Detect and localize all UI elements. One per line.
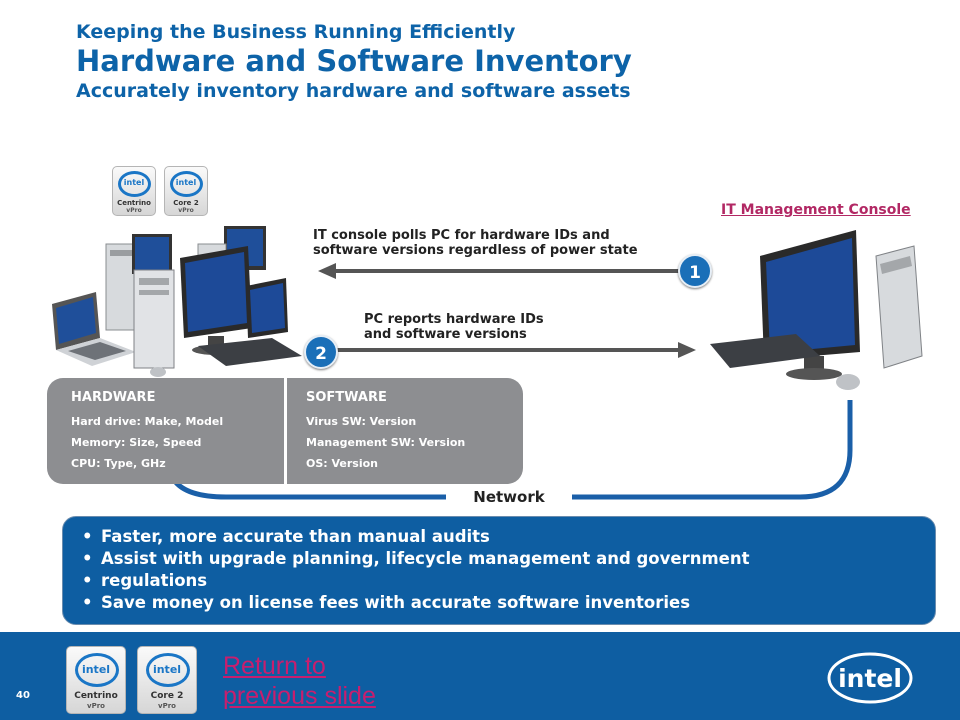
report-arrowhead bbox=[678, 342, 696, 358]
client-pcs-illustration bbox=[52, 226, 302, 377]
slide-title: Hardware and Software Inventory bbox=[76, 44, 632, 78]
badge-brand: intel bbox=[123, 178, 145, 187]
monitor-icon bbox=[246, 278, 288, 338]
badge-brand: intel bbox=[152, 663, 182, 676]
laptop-icon bbox=[52, 292, 136, 366]
badge-product: Centrino bbox=[117, 199, 151, 207]
network-line bbox=[171, 400, 853, 500]
return-to-previous-slide-link[interactable]: Return to previous slide bbox=[223, 651, 376, 711]
management-console-illustration bbox=[710, 230, 923, 390]
return-link-line1: Return to bbox=[223, 652, 326, 680]
badge-suffix: vPro bbox=[87, 702, 105, 710]
hardware-row: Hard drive: Make, Model bbox=[71, 415, 224, 428]
step2-text-line2: and software versions bbox=[364, 327, 527, 342]
tower-icon bbox=[105, 243, 137, 331]
tower-icon bbox=[133, 269, 175, 369]
hardware-row: Memory: Size, Speed bbox=[71, 436, 202, 449]
badge-brand: intel bbox=[175, 178, 197, 187]
network-label: Network bbox=[446, 486, 572, 508]
keyboard-icon bbox=[198, 338, 302, 366]
page-number: 40 bbox=[16, 690, 30, 701]
centrino2-vpro-footer-badge: intel Centrino vPro bbox=[66, 646, 126, 714]
benefit-item: Save money on license fees with accurate… bbox=[80, 592, 935, 614]
slide-supertitle: Keeping the Business Running Efficiently bbox=[76, 21, 516, 43]
benefit-item: Faster, more accurate than manual audits bbox=[80, 526, 935, 548]
mouse-icon bbox=[836, 374, 860, 390]
badge-suffix: vPro bbox=[126, 207, 142, 214]
tower-icon bbox=[875, 245, 923, 369]
hardware-column: HARDWARE Hard drive: Make, Model Memory:… bbox=[71, 390, 223, 474]
step2-badge: 2 bbox=[304, 335, 338, 369]
badge-brand: intel bbox=[81, 663, 111, 676]
benefits-box: Faster, more accurate than manual audits… bbox=[62, 516, 936, 625]
software-row: OS: Version bbox=[306, 457, 379, 470]
software-column: SOFTWARE Virus SW: Version Management SW… bbox=[306, 390, 465, 474]
intel-logo-text: intel bbox=[838, 664, 902, 693]
slide-subtitle: Accurately inventory hardware and softwa… bbox=[76, 80, 631, 102]
step1-badge: 1 bbox=[678, 254, 712, 288]
monitor-icon bbox=[760, 230, 860, 380]
badge-product: Core 2 bbox=[150, 691, 184, 701]
mouse-icon bbox=[150, 367, 166, 377]
software-heading: SOFTWARE bbox=[306, 390, 387, 405]
software-row: Management SW: Version bbox=[306, 436, 466, 449]
inventory-panel: HARDWARE Hard drive: Make, Model Memory:… bbox=[47, 378, 523, 484]
core2-vpro-badge: intel Core 2 vPro bbox=[164, 166, 208, 216]
return-link-line2: previous slide bbox=[223, 682, 376, 710]
benefit-item-continuation: regulations bbox=[80, 570, 935, 592]
software-row: Virus SW: Version bbox=[306, 415, 417, 428]
monitor-icon bbox=[180, 246, 252, 355]
keyboard-icon bbox=[710, 334, 820, 368]
core2-vpro-footer-badge: intel Core 2 vPro bbox=[137, 646, 197, 714]
badge-suffix: vPro bbox=[178, 207, 194, 214]
badge-suffix: vPro bbox=[158, 702, 176, 710]
it-management-console-link[interactable]: IT Management Console bbox=[721, 202, 911, 218]
intel-logo: intel bbox=[827, 652, 913, 704]
badge-product: Centrino bbox=[74, 691, 118, 701]
monitor-icon bbox=[132, 234, 172, 274]
step2-text-line1: PC reports hardware IDs bbox=[364, 312, 544, 327]
hardware-heading: HARDWARE bbox=[71, 390, 156, 405]
badge-product: Core 2 bbox=[173, 199, 199, 207]
poll-arrowhead bbox=[318, 263, 336, 279]
step1-text-line2: software versions regardless of power st… bbox=[313, 243, 638, 258]
hardware-row: CPU: Type, GHz bbox=[71, 457, 166, 470]
centrino-vpro-badge: intel Centrino vPro bbox=[112, 166, 156, 216]
step1-text-line1: IT console polls PC for hardware IDs and bbox=[313, 228, 610, 243]
benefit-item: Assist with upgrade planning, lifecycle … bbox=[80, 548, 935, 570]
